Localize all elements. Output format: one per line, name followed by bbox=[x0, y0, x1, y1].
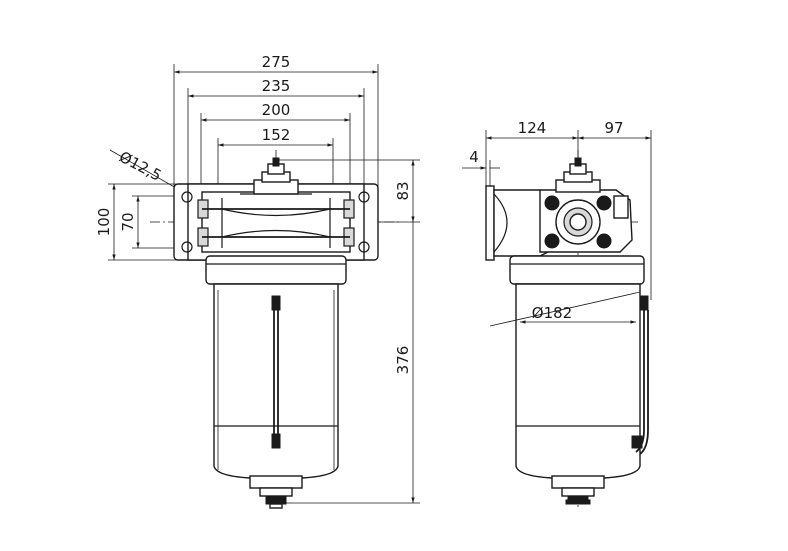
dim-label-70: 70 bbox=[119, 212, 137, 231]
dim-label-100: 100 bbox=[95, 208, 113, 237]
front-bowl bbox=[213, 283, 339, 479]
front-top-fitting bbox=[240, 157, 312, 195]
front-drain-valve bbox=[249, 475, 303, 509]
dim-label-97: 97 bbox=[604, 119, 623, 137]
front-bowl-ring bbox=[205, 255, 347, 285]
side-filter-head bbox=[539, 189, 633, 253]
front-level-tube bbox=[271, 295, 281, 449]
dim-235: 235 bbox=[187, 77, 365, 195]
side-bowl-ring bbox=[509, 255, 645, 285]
dim-label-hole-diameter: Ø12,5 bbox=[116, 148, 164, 185]
dim-label-235: 235 bbox=[262, 77, 291, 95]
dim-124-97: 124 97 bbox=[485, 119, 652, 300]
side-view: 124 97 4 bbox=[462, 119, 652, 510]
dim-label-83: 83 bbox=[394, 181, 412, 200]
dim-label-4: 4 bbox=[469, 148, 479, 166]
front-filter-head bbox=[197, 191, 355, 253]
side-level-tube bbox=[631, 295, 649, 455]
dim-label-275: 275 bbox=[262, 53, 291, 71]
dim-label-bowl-diameter: Ø182 bbox=[532, 304, 572, 322]
dim-4: 4 bbox=[462, 148, 500, 188]
dim-70: 70 bbox=[119, 195, 188, 249]
dim-label-200: 200 bbox=[262, 101, 291, 119]
dim-label-376: 376 bbox=[394, 346, 412, 375]
side-top-fitting bbox=[555, 157, 601, 193]
dim-label-152: 152 bbox=[262, 126, 291, 144]
dim-bowl-diameter: Ø182 bbox=[489, 291, 641, 327]
side-drain-valve bbox=[551, 475, 605, 505]
dim-label-124: 124 bbox=[518, 119, 547, 137]
dim-275: 275 bbox=[173, 53, 379, 190]
dim-83: 83 bbox=[276, 159, 420, 223]
dim-376: 376 bbox=[276, 222, 420, 504]
side-mounting-flange bbox=[485, 185, 553, 261]
front-view: 275 235 200 152 Ø12,5 bbox=[95, 53, 420, 510]
